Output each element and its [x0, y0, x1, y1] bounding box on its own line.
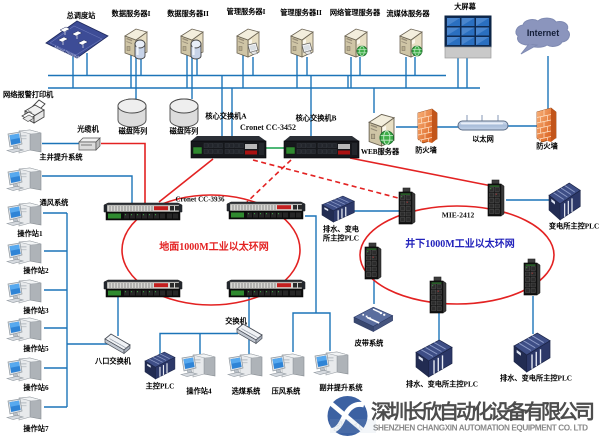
svg-text:数据服务器II: 数据服务器II: [167, 9, 209, 18]
svg-text:通风系统: 通风系统: [40, 198, 70, 207]
svg-text:压风系统: 压风系统: [272, 387, 302, 396]
svg-text:交换机: 交换机: [225, 317, 247, 326]
svg-text:图片众: 图片众: [333, 420, 363, 433]
svg-text:防火墙: 防火墙: [415, 146, 437, 155]
svg-text:管理服务器II: 管理服务器II: [280, 8, 322, 17]
svg-text:MIE-2412: MIE-2412: [442, 211, 475, 220]
svg-text:主控PLC: 主控PLC: [146, 382, 175, 391]
svg-text:操作站3: 操作站3: [23, 306, 49, 315]
svg-text:核心交换机B: 核心交换机B: [296, 114, 337, 123]
svg-text:排水、变电: 排水、变电: [323, 225, 360, 234]
svg-text:流媒体服务器: 流媒体服务器: [386, 9, 430, 18]
svg-text:磁盘阵列: 磁盘阵列: [118, 127, 148, 136]
svg-text:主井提升系统: 主井提升系统: [39, 153, 83, 162]
svg-text:核心交换机A: 核心交换机A: [205, 112, 247, 121]
svg-text:磁盘阵列: 磁盘阵列: [169, 127, 199, 136]
svg-text:皮带系统: 皮带系统: [354, 339, 385, 348]
svg-text:操作站6: 操作站6: [23, 383, 49, 392]
svg-text:八口交换机: 八口交换机: [94, 357, 132, 366]
svg-text:操作站2: 操作站2: [23, 266, 49, 275]
svg-text:操作站4: 操作站4: [186, 387, 212, 396]
svg-text:所主控PLC: 所主控PLC: [323, 234, 359, 243]
svg-text:SHENZHEN CHANGXIN AUTOMATION E: SHENZHEN CHANGXIN AUTOMATION EQUIPMENT C…: [373, 424, 588, 433]
svg-text:井下1000M工业以太环网: 井下1000M工业以太环网: [405, 237, 514, 250]
svg-text:大屏幕: 大屏幕: [454, 2, 476, 11]
svg-text:以太网: 以太网: [472, 135, 494, 144]
svg-text:变电所主控PLC: 变电所主控PLC: [549, 222, 599, 231]
svg-text:Cronet CC-3452: Cronet CC-3452: [240, 123, 296, 132]
svg-text:防火墙: 防火墙: [536, 142, 558, 151]
svg-text:数据服务器I: 数据服务器I: [112, 9, 151, 18]
svg-text:网络报警打印机: 网络报警打印机: [3, 90, 54, 99]
svg-text:副井提升系统: 副井提升系统: [319, 383, 363, 392]
svg-text:WEB服务器: WEB服务器: [361, 147, 400, 156]
svg-text:光缆机: 光缆机: [76, 125, 99, 134]
svg-text:总调度站: 总调度站: [67, 11, 97, 20]
svg-text:选煤系统: 选煤系统: [232, 387, 262, 396]
svg-text:深圳长欣自动化设备有限公司: 深圳长欣自动化设备有限公司: [371, 400, 595, 424]
svg-text:操作站5: 操作站5: [23, 344, 49, 353]
svg-text:Cronet CC-3936: Cronet CC-3936: [175, 196, 225, 204]
svg-text:排水、变电所主控PLC: 排水、变电所主控PLC: [406, 380, 478, 389]
svg-text:网络管理服务器: 网络管理服务器: [330, 8, 381, 17]
svg-text:地面1000M工业以太环网: 地面1000M工业以太环网: [159, 240, 268, 253]
svg-text:排水、变电所主控PLC: 排水、变电所主控PLC: [500, 374, 572, 383]
svg-text:操作站7: 操作站7: [23, 424, 49, 433]
svg-text:操作站1: 操作站1: [17, 229, 43, 238]
svg-text:管理服务器I: 管理服务器I: [227, 7, 266, 16]
